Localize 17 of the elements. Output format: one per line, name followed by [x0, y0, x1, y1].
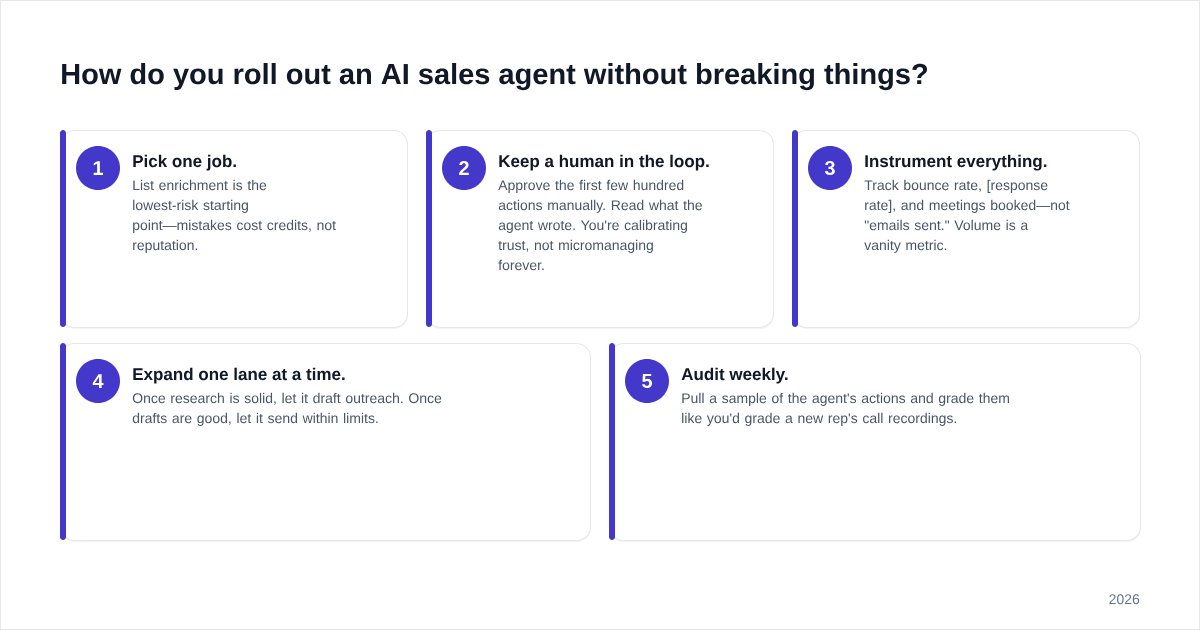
step-heading: Audit weekly. [681, 367, 788, 384]
year-label: 2026 [1109, 594, 1140, 605]
number-badge: 5 [625, 359, 669, 403]
number-badge: 2 [442, 146, 486, 190]
number-badge: 4 [76, 359, 120, 403]
step-description: Track bounce rate, [response rate], and meetings booked—not "emails sent." Volume is a vanity metric. [864, 179, 1070, 253]
number-badge: 1 [76, 146, 120, 190]
step-heading: Keep a human in the loop. [499, 154, 709, 171]
step-description: Pull a sample of the agent's actions and grade them like you'd grade a new rep's call recordings. [682, 392, 1009, 426]
step-heading: Instrument everything. [865, 154, 1047, 171]
number-badge: 3 [808, 146, 852, 190]
title: How do you roll out an AI sales agent without breaking things? [62, 63, 927, 91]
step-description: Approve the first few hundred actions manually. Read what the agent wrote. You're calibrating trust, not micromanaging forever. [498, 179, 702, 271]
step-description: Once research is solid, let it draft outreach. Once drafts are good, let it send within limits. [132, 392, 442, 426]
step-heading: Pick one job. [133, 154, 236, 171]
step-heading: Expand one lane at a time. [133, 367, 345, 384]
step-description: List enrichment is the lowest-risk starting point—mistakes cost credits, not reputation. [133, 179, 336, 253]
